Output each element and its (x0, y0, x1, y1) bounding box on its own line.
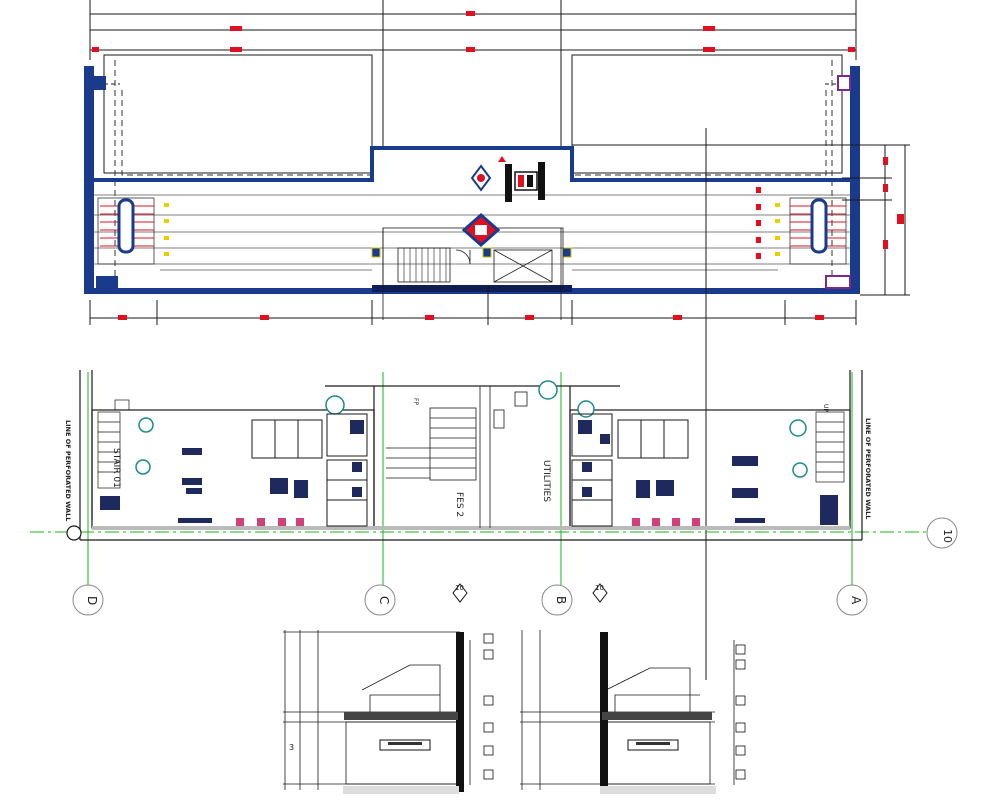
grid-point-left (66, 525, 82, 541)
bottom-dimension-lines (89, 285, 857, 325)
utilities-label: UTILITIES (541, 460, 551, 502)
grid-bubble-a: A (836, 584, 868, 616)
wall-hatch-right (570, 526, 850, 530)
fp-label: FP (412, 398, 419, 405)
wall-hatch-core (374, 526, 570, 530)
fixture-circles (135, 380, 808, 478)
wall-hatch-left (92, 526, 374, 530)
grid-label-a: A (849, 596, 863, 605)
section-left: 10 3 (283, 583, 494, 794)
stair-right (789, 197, 847, 265)
roof-plan (84, 0, 910, 325)
grid-label-b: B (554, 596, 568, 604)
stair-left (97, 197, 155, 265)
columns (94, 75, 851, 289)
grid-label-c: C (377, 596, 391, 604)
grid-label-10: 10 (941, 529, 954, 543)
grid-bubble-10: 10 (926, 517, 958, 549)
dashed-outlines (114, 60, 833, 280)
right-dimension-lines (572, 144, 910, 296)
yellow-markers (164, 203, 780, 256)
core-bottom-wall (372, 285, 572, 292)
section-left-grid-label: 10 (455, 584, 464, 592)
grid-lines-vertical (87, 372, 853, 585)
grid-label-d: D (85, 596, 99, 605)
right-dimension-markers (883, 157, 904, 249)
section-left-dimension: 3 (289, 743, 294, 752)
core-interior (386, 386, 528, 528)
up-label: UP (822, 404, 829, 412)
stair-01 (97, 399, 845, 489)
core (382, 227, 564, 320)
red-markers-right (756, 187, 761, 259)
section-right: 10 (520, 583, 746, 794)
grid-bubble-d: D (72, 584, 104, 616)
perforated-wall-label-left: LINE OF PERFORATED WALL (64, 420, 72, 521)
fes-label: FES 2 (454, 492, 464, 517)
grid-bubble-b: B (541, 584, 573, 616)
parapet-line (94, 146, 850, 182)
perforated-wall-label-right: LINE OF PERFORATED WALL (864, 418, 872, 519)
roof-slab-lines (103, 54, 843, 174)
roof-equipment (461, 156, 545, 248)
top-dimension-markers (92, 11, 855, 52)
left-wall (84, 66, 94, 290)
toilet-cubicles-right (571, 413, 689, 527)
stair-label: STAIR 01 (111, 448, 121, 488)
furniture (100, 420, 838, 525)
wash-basins (236, 518, 700, 526)
section-right-grid-label: 10 (595, 584, 604, 592)
bottom-dimension-markers (118, 315, 824, 320)
floor-plan: STAIR 01 FES 2 UTILITIES LINE OF PERFORA… (30, 370, 958, 616)
grid-bubble-c: C (364, 584, 396, 616)
toilet-cubicles-left (251, 413, 368, 527)
